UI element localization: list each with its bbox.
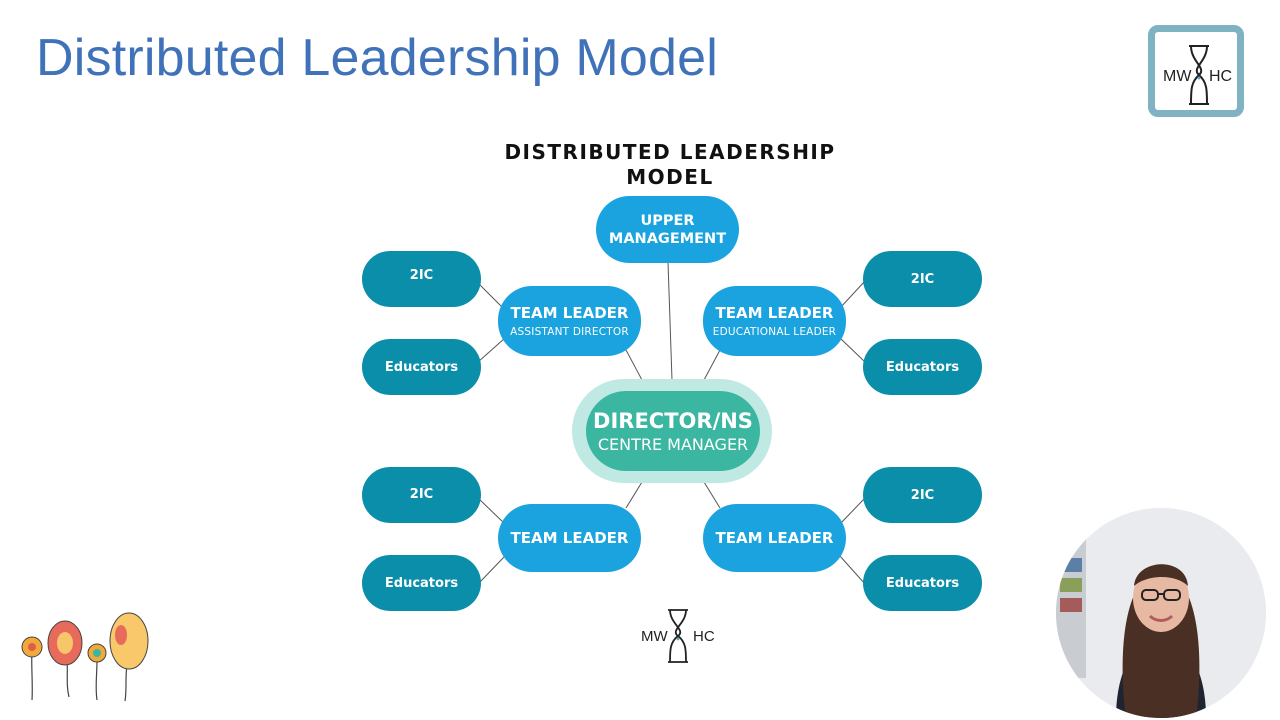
upper-management-line2: MANAGEMENT	[608, 230, 727, 247]
logo-text-right: HC	[1209, 68, 1233, 85]
team-leader-title: TEAM LEADER	[510, 529, 629, 547]
leaf-2ic-bottom-left: 2IC	[362, 467, 481, 523]
connector-bl-edu	[477, 555, 506, 585]
bottom-logo-text-left: MW	[641, 628, 668, 645]
bottom-logo-text-right: HC	[693, 628, 715, 645]
flower-decoration	[21, 612, 149, 702]
upper-management-node: UPPER MANAGEMENT	[596, 196, 739, 263]
team-leader-bottom-left: TEAM LEADER	[498, 504, 641, 572]
diagram-title-line1: DISTRIBUTED LEADERSHIP	[504, 140, 836, 164]
bottom-hourglass-icon	[668, 609, 688, 663]
flower-4	[109, 612, 149, 670]
team-leader-title: TEAM LEADER	[715, 304, 834, 322]
leaf-educators-bottom-left: Educators	[362, 555, 481, 611]
logo-text-left: MW	[1163, 68, 1192, 85]
team-leader-title: TEAM LEADER	[510, 304, 629, 322]
leaf-2ic-top-left: 2IC	[362, 251, 481, 307]
diagram-title-line2: MODEL	[626, 165, 714, 189]
presenter-webcam	[1056, 508, 1266, 718]
connector-tr-2ic	[839, 280, 866, 309]
connector-bl	[625, 481, 643, 509]
connector-tr	[703, 349, 721, 381]
connector-br-2ic	[839, 497, 866, 525]
connector-top	[667, 261, 673, 381]
team-leader-subtitle: ASSISTANT DIRECTOR	[510, 326, 629, 338]
flower-2	[47, 620, 83, 666]
connector-bl-2ic	[477, 497, 506, 525]
team-leader-assistant-director: TEAM LEADER ASSISTANT DIRECTOR	[498, 286, 641, 356]
slide-title: Distributed Leadership Model	[36, 29, 718, 87]
director-subtitle: CENTRE MANAGER	[597, 434, 749, 454]
connector-br	[703, 481, 721, 509]
hourglass-icon	[1189, 45, 1209, 105]
director-title: DIRECTOR/NS	[593, 408, 753, 433]
leaf-educators-top-right: Educators	[863, 339, 982, 395]
leaf-educators-top-left: Educators	[362, 339, 481, 395]
connector-tl	[625, 349, 643, 381]
logo: MW HC	[1148, 25, 1244, 117]
leaf-educators-bottom-right: Educators	[863, 555, 982, 611]
team-leader-subtitle: EDUCATIONAL LEADER	[712, 326, 837, 338]
upper-management-line1: UPPER	[640, 212, 695, 229]
leaf-2ic-bottom-right: 2IC	[863, 467, 982, 523]
team-leader-title: TEAM LEADER	[715, 529, 834, 547]
flower-3	[87, 643, 107, 663]
presenter-image	[1056, 508, 1266, 718]
connector-br-edu	[839, 555, 866, 585]
director-node: DIRECTOR/NS CENTRE MANAGER	[586, 391, 760, 471]
team-leader-bottom-right: TEAM LEADER	[703, 504, 846, 572]
diagram-title: DISTRIBUTED LEADERSHIP MODEL	[470, 140, 870, 190]
flower-1	[21, 636, 43, 658]
connector-tl-edu	[477, 337, 506, 363]
leaf-2ic-top-right: 2IC	[863, 251, 982, 307]
connector-tr-edu	[839, 337, 866, 363]
team-leader-educational-leader: TEAM LEADER EDUCATIONAL LEADER	[703, 286, 846, 356]
